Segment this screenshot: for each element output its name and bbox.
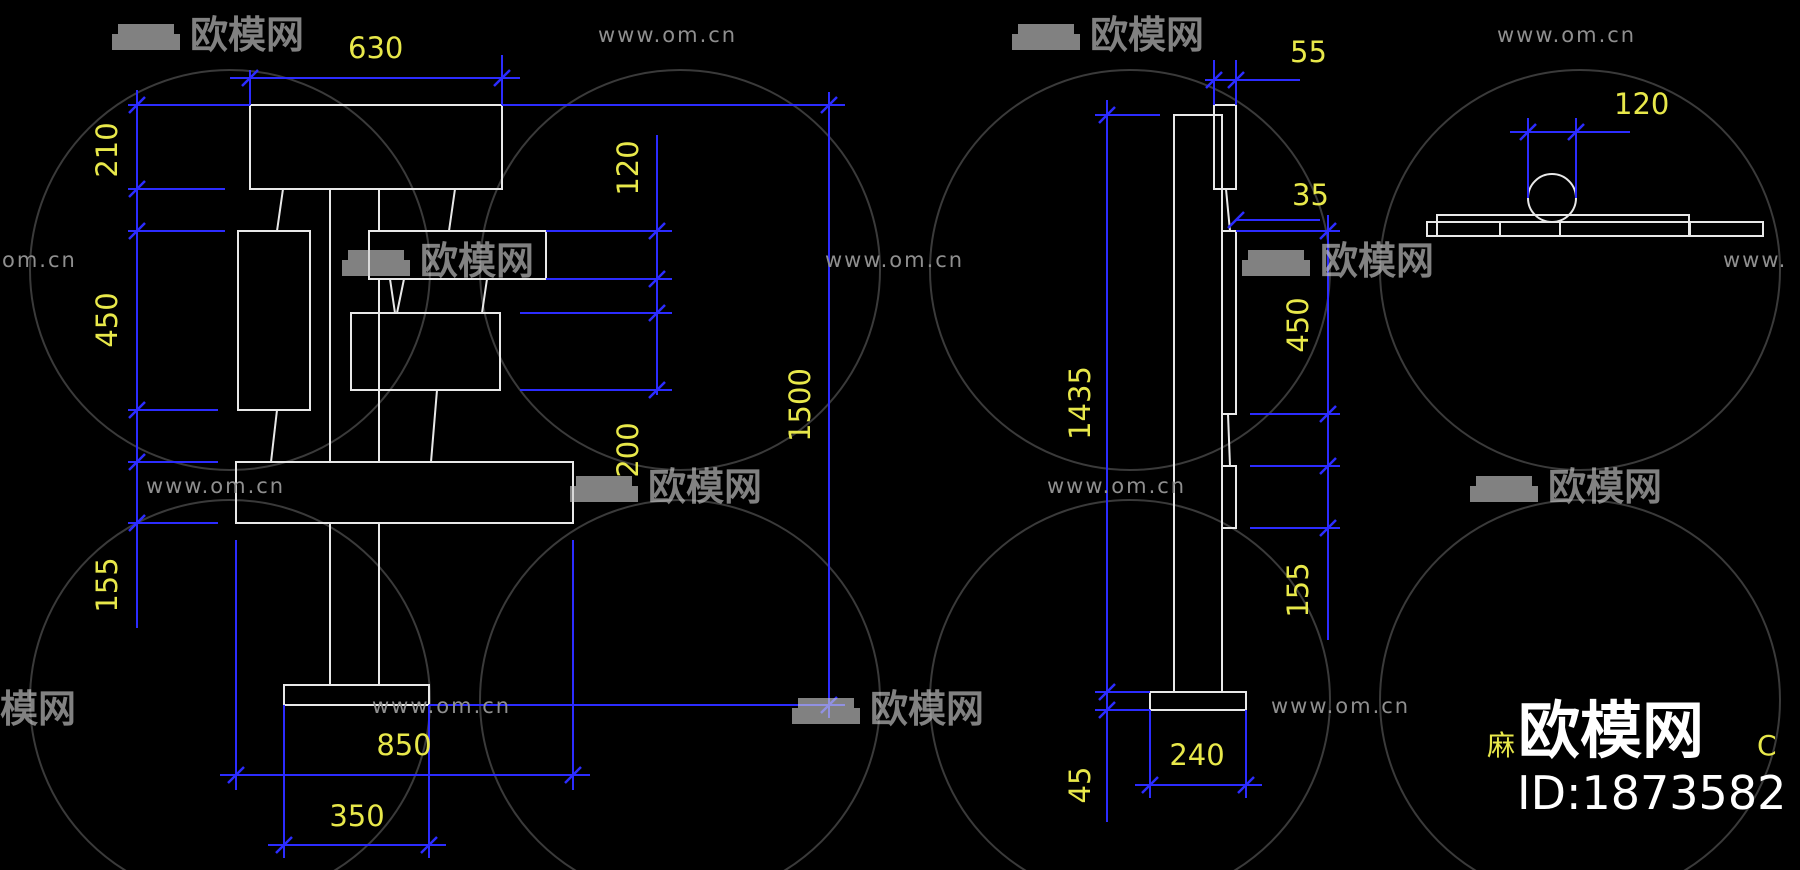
front-right-mid-box <box>350 312 501 391</box>
dim-240: 240 <box>1169 738 1224 772</box>
front-base-plate <box>283 684 430 706</box>
front-left-box <box>237 230 311 411</box>
dim-1500: 1500 <box>783 368 817 442</box>
top-view <box>1426 173 1764 237</box>
watermark-url-fragment: www. <box>1723 248 1787 272</box>
watermark-logo: 欧模网 <box>1090 13 1204 57</box>
dim-155-front: 155 <box>90 557 124 612</box>
corner-model-id: ID:1873582 <box>1517 766 1786 820</box>
watermark-url: www.om.cn <box>146 474 285 498</box>
watermark-url: www.om.cn <box>1497 23 1636 47</box>
dim-350: 350 <box>329 799 384 833</box>
drawing-caption: 麻 <box>1487 729 1515 762</box>
corner-brand-logo: 欧模网 <box>1518 694 1704 767</box>
side-post <box>1173 114 1223 693</box>
watermark-logo: 欧模网 <box>1548 465 1662 509</box>
dim-35: 35 <box>1292 178 1329 212</box>
dim-850: 850 <box>376 728 431 762</box>
watermark-logo: 欧模网 <box>420 239 534 283</box>
dim-120-top: 120 <box>1614 87 1669 121</box>
watermark-logo: 欧模网 <box>1320 239 1434 283</box>
watermark-url: www.om.cn <box>825 248 964 272</box>
watermark-url: www.om.cn <box>372 694 511 718</box>
front-top-box <box>249 104 503 190</box>
top-view-board <box>1436 214 1690 237</box>
dim-155-side: 155 <box>1281 562 1315 617</box>
dim-200: 200 <box>611 422 645 477</box>
dim-630: 630 <box>348 31 403 65</box>
watermark-logo-fragment: 模网 <box>0 687 76 731</box>
watermark-url: www.om.cn <box>598 23 737 47</box>
side-view <box>1149 104 1247 711</box>
dim-45: 45 <box>1063 767 1097 804</box>
drawing-caption-suffix: C <box>1757 729 1777 762</box>
side-top-panel <box>1213 104 1237 190</box>
dim-450-front: 450 <box>90 292 124 347</box>
dim-450-side: 450 <box>1281 297 1315 352</box>
watermark-logo: 欧模网 <box>870 687 984 731</box>
watermark-logo: 欧模网 <box>648 465 762 509</box>
watermark-url: www.om.cn <box>1047 474 1186 498</box>
watermark-circles <box>29 69 1781 870</box>
watermark-layer: www.om.cn www.om.cn www.om.cn www.om.cn … <box>0 13 1787 731</box>
side-low-panel <box>1221 465 1237 529</box>
front-view <box>235 104 574 706</box>
watermark-url-fragment: om.cn <box>2 248 77 272</box>
watermark-logo: 欧模网 <box>190 13 304 57</box>
sofa-logo-icon <box>112 24 1538 724</box>
dim-120-front: 120 <box>611 140 645 195</box>
side-base <box>1149 691 1247 711</box>
side-view-dimensions <box>1095 60 1340 822</box>
front-view-dimensions <box>128 55 845 858</box>
dim-55: 55 <box>1290 35 1327 69</box>
dimension-labels: 630 210 450 155 120 200 1500 850 350 55 … <box>90 31 1669 833</box>
top-view-dimensions <box>1510 118 1630 198</box>
dim-1435: 1435 <box>1063 366 1097 440</box>
side-mid-panel <box>1221 230 1237 415</box>
watermark-url: www.om.cn <box>1271 694 1410 718</box>
front-main-shelf <box>235 461 574 524</box>
top-view-shelf <box>1426 221 1764 237</box>
dim-210: 210 <box>90 122 124 177</box>
